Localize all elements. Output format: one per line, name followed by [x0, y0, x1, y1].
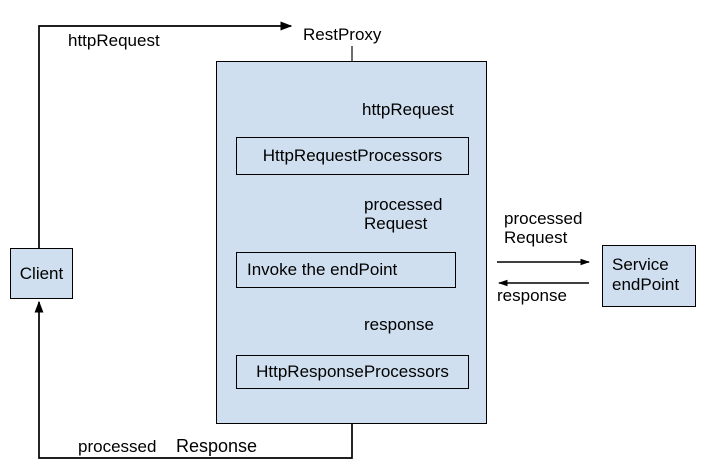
label-client-to-restproxy: httpRequest	[68, 31, 160, 50]
label-proxy-to-client-part2: Response	[176, 436, 258, 456]
node-invoke-endpoint-label: Invoke the endPoint	[247, 260, 398, 280]
label-proxy-to-request-processors: httpRequest	[362, 100, 454, 119]
edge-client-to-restproxy	[38, 21, 293, 248]
node-service-endpoint-label: Service endPoint	[612, 255, 680, 294]
label-request-processors-to-invoke: processed Request	[364, 195, 443, 234]
label-restproxy: RestProxy	[303, 25, 382, 44]
label-proxy-to-client-part1: processed	[78, 437, 157, 456]
label-invoke-to-response-processors: response	[364, 315, 434, 334]
node-client[interactable]: Client	[10, 248, 73, 299]
node-service-endpoint[interactable]: Service endPoint	[602, 245, 696, 307]
node-http-response-processors[interactable]: HttpResponseProcessors	[236, 355, 469, 389]
node-http-request-processors[interactable]: HttpRequestProcessors	[236, 137, 469, 175]
node-client-label: Client	[19, 263, 64, 283]
node-http-request-processors-label: HttpRequestProcessors	[262, 146, 443, 166]
node-http-response-processors-label: HttpResponseProcessors	[256, 362, 449, 382]
label-service-to-proxy: response	[497, 286, 567, 305]
node-invoke-endpoint[interactable]: Invoke the endPoint	[236, 252, 456, 288]
label-proxy-to-service: processed Request	[504, 209, 583, 248]
